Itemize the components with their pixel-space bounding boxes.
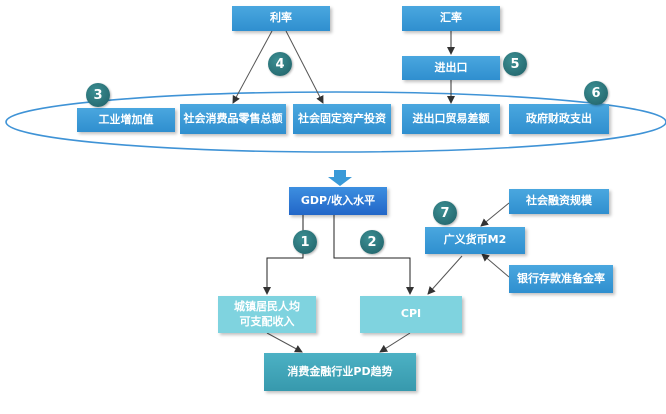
arrow-financing-to-m2: [480, 202, 510, 227]
node-cpi: CPI: [360, 296, 462, 333]
arrow-rate-to-investment: [285, 30, 324, 104]
arrow-gdp-to-income: [263, 215, 304, 295]
marker-6: 6: [584, 81, 608, 105]
node-disposable-income: 城镇居民人均 可支配收入: [218, 296, 316, 333]
node-import-export: 进出口: [402, 56, 500, 80]
node-industrial-value-added: 工业增加值: [77, 108, 175, 132]
node-exchange-rate: 汇率: [402, 6, 500, 31]
node-retail-sales: 社会消费品零售总额: [180, 104, 286, 134]
node-fixed-asset-investment: 社会固定资产投资: [293, 104, 391, 134]
arrow-cpi-to-pd: [379, 332, 411, 353]
marker-7: 7: [433, 201, 457, 225]
node-fiscal-expenditure: 政府财政支出: [509, 104, 609, 134]
marker-2: 2: [360, 230, 384, 254]
node-disposable-income-line2: 可支配收入: [239, 314, 295, 328]
node-m2: 广义货币M2: [425, 227, 525, 254]
node-social-financing: 社会融资规模: [509, 189, 609, 214]
node-gdp-income: GDP/收入水平: [289, 187, 387, 215]
node-reserve-ratio: 银行存款准备金率: [509, 265, 613, 293]
node-disposable-income-line1: 城镇居民人均: [234, 299, 300, 313]
node-trade-balance: 进出口贸易差额: [402, 104, 500, 134]
arrow-gdp-to-cpi: [333, 215, 414, 295]
arrow-income-to-pd: [266, 332, 303, 353]
arrow-reserve-to-m2: [481, 253, 510, 278]
node-pd-trend: 消费金融行业PD趋势: [264, 353, 416, 391]
marker-5: 5: [503, 52, 527, 76]
arrow-m2-to-cpi: [427, 255, 463, 295]
node-interest-rate: 利率: [232, 6, 330, 31]
flow-down-arrow: [328, 170, 352, 186]
marker-4: 4: [268, 52, 292, 76]
indicator-group-ellipse: [5, 91, 666, 153]
marker-1: 1: [293, 230, 317, 254]
marker-3: 3: [86, 83, 110, 107]
arrow-rate-to-retail: [232, 30, 273, 104]
